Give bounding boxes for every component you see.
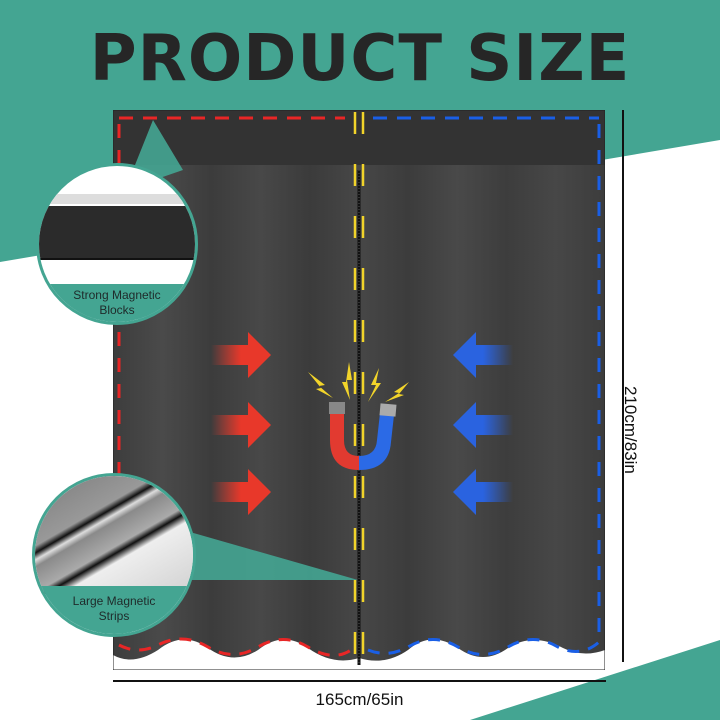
magnetic-strip-image — [35, 476, 193, 594]
arrow-left-icon — [453, 332, 513, 515]
callout-magnetic-blocks: Strong Magnetic Blocks — [36, 163, 198, 325]
width-dimension-line — [113, 680, 606, 682]
lightning-icon — [308, 362, 409, 402]
callout-label-line1: Large Magnetic — [72, 594, 156, 608]
width-dimension-label: 165cm/65in — [315, 690, 404, 709]
page-title: PRODUCT SIZE — [89, 22, 631, 96]
magnet-icon — [329, 402, 397, 470]
arrow-right-icon — [211, 332, 271, 515]
callout-label-line2: Blocks — [99, 303, 135, 317]
magnetic-block-image — [39, 206, 195, 260]
callout-label-line1: Strong Magnetic — [73, 288, 161, 302]
height-dimension-label: 210cm/83in — [621, 386, 640, 474]
height-dimension-line — [622, 110, 624, 662]
callout-label-line2: Strips — [98, 609, 130, 623]
callout-magnetic-strips: Large Magnetic Strips — [32, 473, 196, 637]
